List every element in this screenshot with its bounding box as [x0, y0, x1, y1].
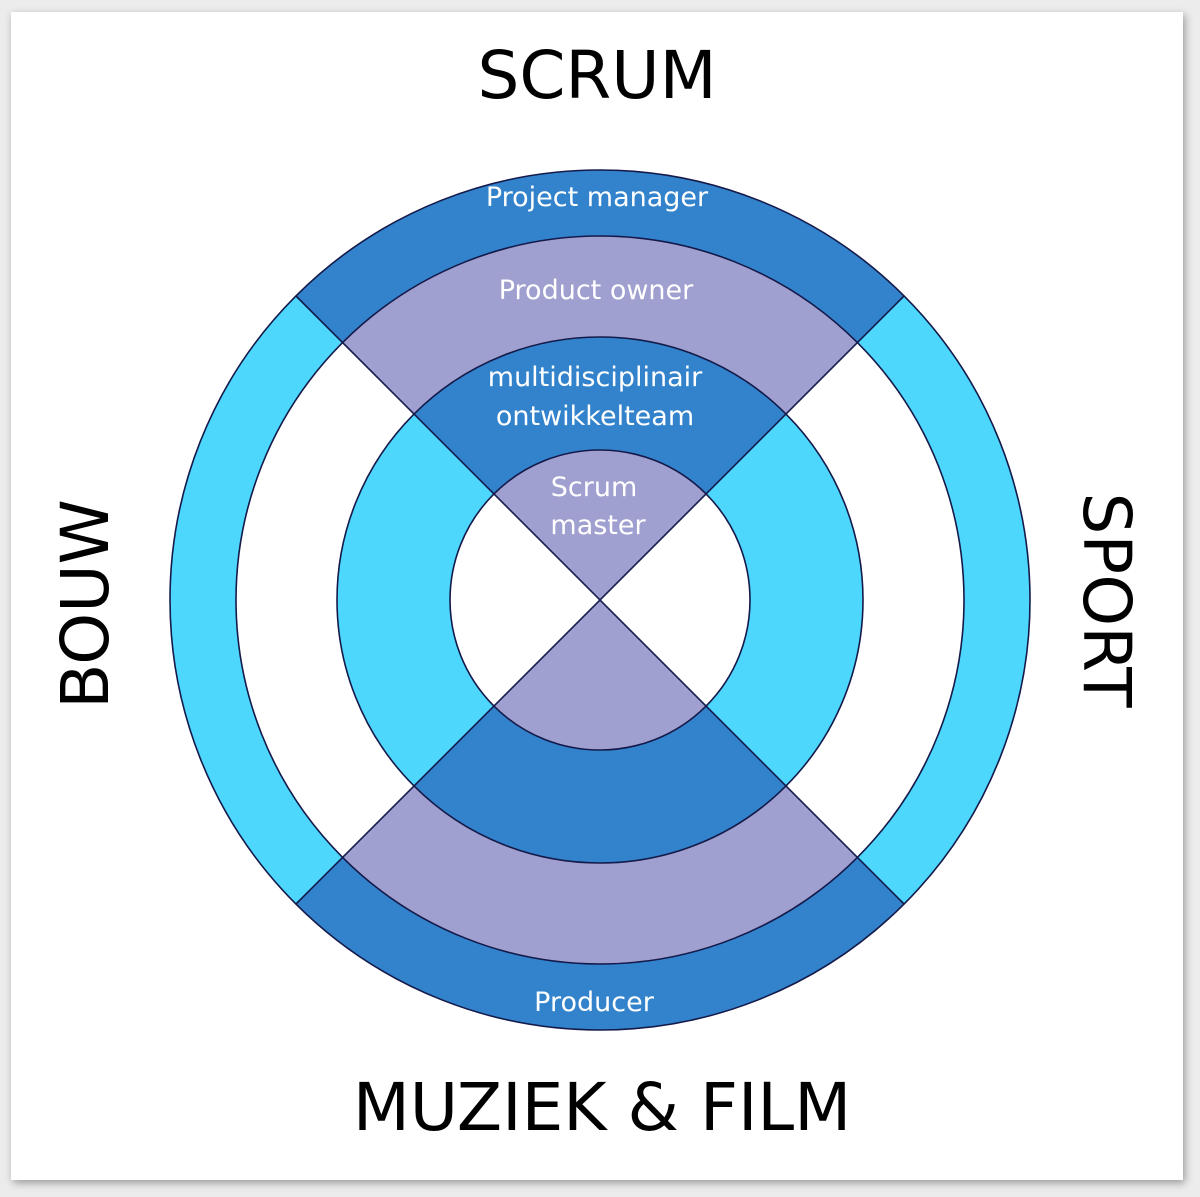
domain-label-scrum: SCRUM [477, 37, 716, 114]
outline-ring-4 [449, 449, 751, 751]
role-label-ontwikkelteam-line2: ontwikkelteam [496, 401, 694, 432]
domain-label-sport: SPORT [1068, 492, 1145, 708]
role-label-scrum-master-line2: master [550, 510, 646, 541]
role-label-aannemer-path: Aannemer [123, 529, 158, 670]
role-label-scrum-master-line1: Scrum [551, 472, 638, 503]
outline-ring-1 [169, 169, 1031, 1031]
outline-ring-3 [336, 336, 864, 864]
ring-outlines [169, 169, 1031, 1031]
role-label-aannemer: Aannemer [123, 529, 158, 670]
role-label-project-manager: Project manager [486, 182, 709, 213]
role-label-trainer-coach-path: Trainer/coach [1039, 508, 1077, 691]
role-label-producer: Producer [534, 987, 655, 1018]
outline-ring-2 [235, 235, 965, 965]
role-label-trainer-coach: Trainer/coach [1039, 508, 1077, 691]
domain-label-bouw: BOUW [47, 499, 124, 709]
divider-diagonal-2 [295, 295, 905, 905]
role-label-product-owner: Product owner [499, 275, 694, 306]
domain-label-muziek-film: MUZIEK & FILM [353, 1069, 851, 1146]
role-label-ontwikkelteam-line1: multidisciplinair [488, 362, 703, 393]
